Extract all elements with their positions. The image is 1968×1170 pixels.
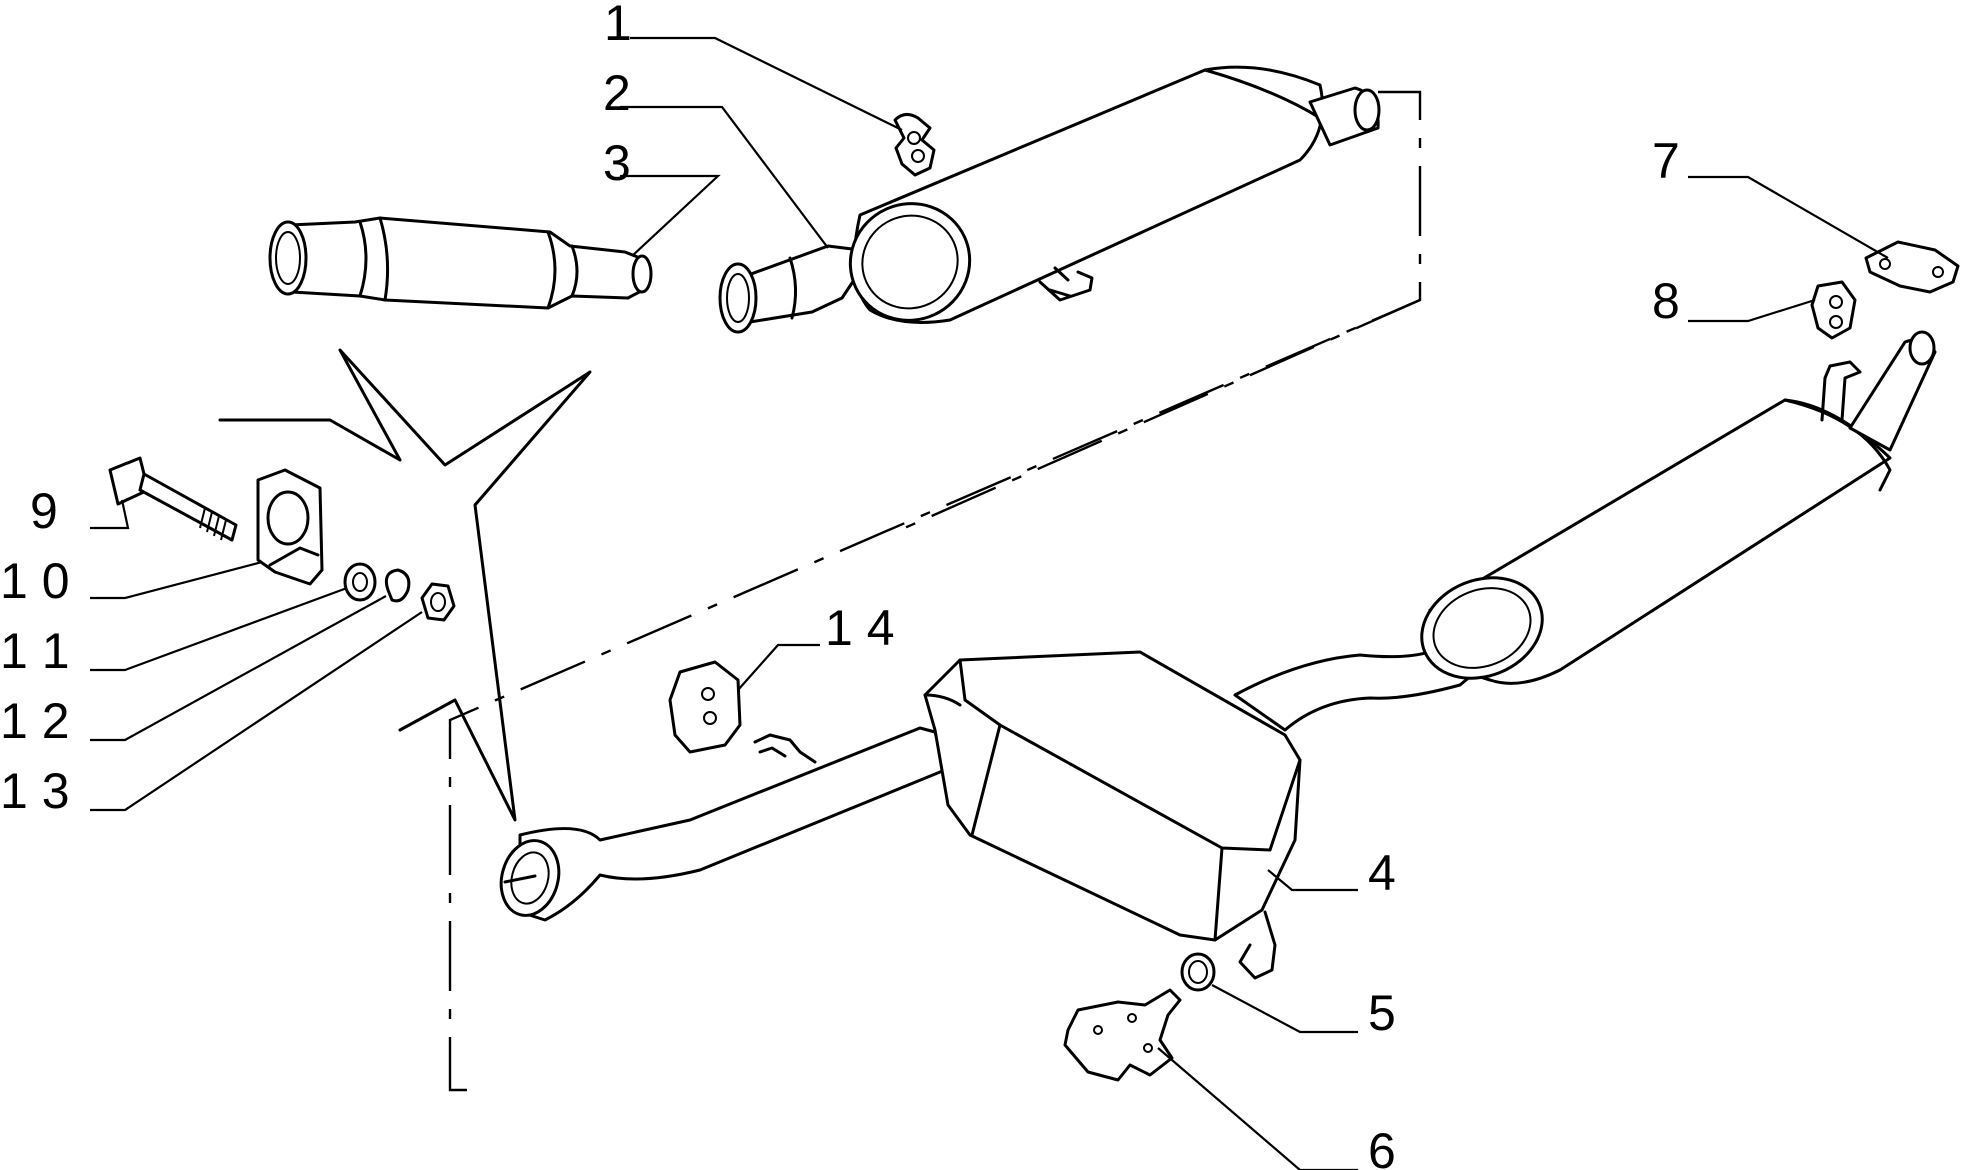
callout-7: 7 xyxy=(1652,133,1680,189)
part-9-bolt xyxy=(108,456,238,542)
callout-9: 9 xyxy=(30,483,58,539)
part-1-rubber-mount xyxy=(893,113,936,177)
part-10-clamp xyxy=(256,468,324,586)
callout-12: 1 2 xyxy=(0,693,70,749)
callout-13: 1 3 xyxy=(0,763,70,819)
detail-star xyxy=(218,348,592,822)
callout-10: 1 0 xyxy=(0,553,70,609)
part-2-front-silencer xyxy=(718,65,1381,334)
part-7-bracket xyxy=(1864,240,1960,294)
callout-labels: 1 2 3 4 5 6 7 8 9 1 0 1 1 1 2 1 3 1 4 xyxy=(0,0,1680,1170)
leader-lines xyxy=(90,36,1889,1170)
part-12-lock-washer xyxy=(384,568,411,603)
part-5-ring xyxy=(1180,952,1216,992)
part-14-rubber-mount xyxy=(668,660,742,754)
part-6-support-bracket xyxy=(1063,988,1182,1082)
part-13-nut xyxy=(420,582,456,622)
callout-2: 2 xyxy=(603,65,631,121)
assembly-boundary xyxy=(448,90,1422,1092)
callout-8: 8 xyxy=(1652,273,1680,329)
callout-3: 3 xyxy=(603,135,631,191)
part-8-rubber-mount xyxy=(1810,280,1857,340)
callout-14: 1 4 xyxy=(825,600,895,656)
part-11-washer xyxy=(343,562,377,602)
callout-6: 6 xyxy=(1368,1123,1396,1170)
callout-1: 1 xyxy=(604,0,632,51)
part-4-main-exhaust-assembly xyxy=(499,330,1937,980)
callout-11: 1 1 xyxy=(0,623,70,679)
callout-4: 4 xyxy=(1368,845,1396,901)
part-3-intermediate-pipe xyxy=(268,216,653,310)
callout-5: 5 xyxy=(1368,985,1396,1041)
